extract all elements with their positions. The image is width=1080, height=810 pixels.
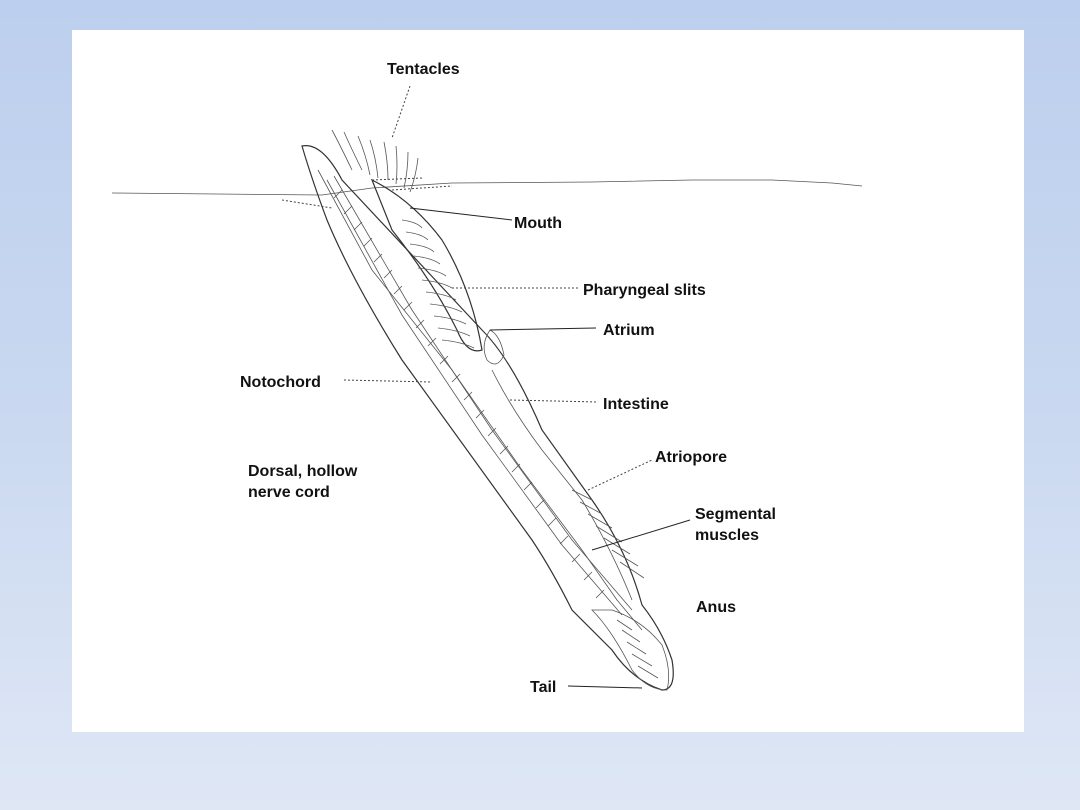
label-pharyngeal-slits: Pharyngeal slits <box>583 282 706 299</box>
intestine-tube <box>491 369 633 601</box>
notochord-hatching <box>333 189 605 599</box>
notochord-band <box>333 175 633 611</box>
segmental-muscles <box>571 489 645 579</box>
label-intestine: Intestine <box>603 396 669 413</box>
label-tail: Tail <box>530 679 556 696</box>
sediment-surface-line <box>111 179 863 196</box>
label-notochord: Notochord <box>240 374 321 391</box>
label-segmental-muscles-line2: muscles <box>695 527 759 544</box>
lancelet-diagram: Tentacles Mouth Pharyngeal slits Atrium … <box>111 61 863 696</box>
segmental-muscles-leader <box>591 519 691 551</box>
notochord-leader <box>343 379 433 383</box>
body-inner-outline <box>317 169 643 631</box>
label-dorsal-nerve-cord-line1: Dorsal, hollow <box>248 463 358 480</box>
label-mouth: Mouth <box>514 215 562 232</box>
diagram-panel: Tentacles Mouth Pharyngeal slits Atrium … <box>72 30 1024 732</box>
label-atriopore: Atriopore <box>655 449 727 466</box>
atrium-leader <box>489 327 597 331</box>
tail-herringbone <box>616 619 659 679</box>
label-atrium: Atrium <box>603 322 655 339</box>
label-segmental-muscles-line1: Segmental <box>695 506 776 523</box>
atrium-pouch <box>483 329 505 365</box>
tentacles-leader <box>391 85 411 139</box>
pharynx-outline <box>370 178 483 352</box>
label-dorsal-nerve-cord-line2: nerve cord <box>248 484 330 501</box>
mouth-leader <box>409 207 513 221</box>
label-tentacles: Tentacles <box>387 61 460 78</box>
body-outline <box>301 145 674 691</box>
tail-fin <box>591 609 670 691</box>
intestine-leader <box>509 399 599 403</box>
atriopore-leader <box>587 459 653 491</box>
label-anus: Anus <box>696 599 736 616</box>
tentacles-fringe <box>331 129 419 193</box>
pharyngeal-slit-marks <box>401 219 475 349</box>
tail-leader <box>567 685 643 689</box>
nerve-cord-band <box>326 179 623 616</box>
sediment-speckle <box>281 177 453 209</box>
